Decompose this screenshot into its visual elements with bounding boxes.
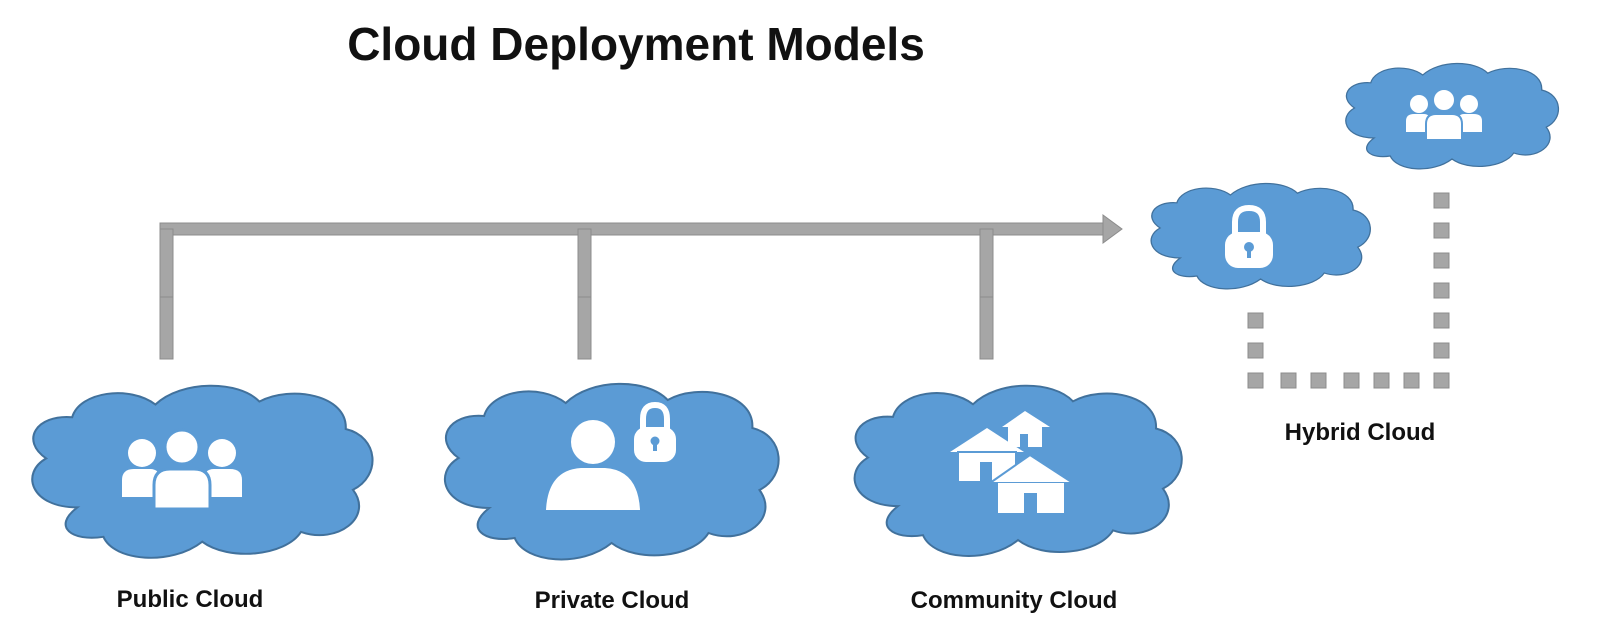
hybrid-cloud-label: Hybrid Cloud [1285,419,1436,446]
arrow-shaft [159,222,1106,236]
hybrid-cloud [1150,62,1560,389]
people-group-icon [1406,88,1482,141]
public-cloud-label: Public Cloud [117,586,264,613]
private-cloud [443,382,780,561]
lock-icon [1225,204,1273,268]
connector-public [159,228,174,360]
arrow-head [1102,214,1123,244]
houses-icon [950,411,1077,513]
page-title: Cloud Deployment Models [347,18,925,70]
people-group-icon [122,428,242,511]
private-cloud-label: Private Cloud [535,587,690,614]
hybrid-dashed-connector [1247,192,1450,389]
connector-community [979,228,994,360]
public-cloud [31,384,374,559]
connector-private [577,228,592,360]
community-cloud-label: Community Cloud [911,587,1118,614]
main-arrow [159,214,1123,244]
person-icon [546,420,640,510]
community-cloud [853,384,1183,557]
vertical-connectors [159,228,994,360]
lock-icon [634,401,676,462]
